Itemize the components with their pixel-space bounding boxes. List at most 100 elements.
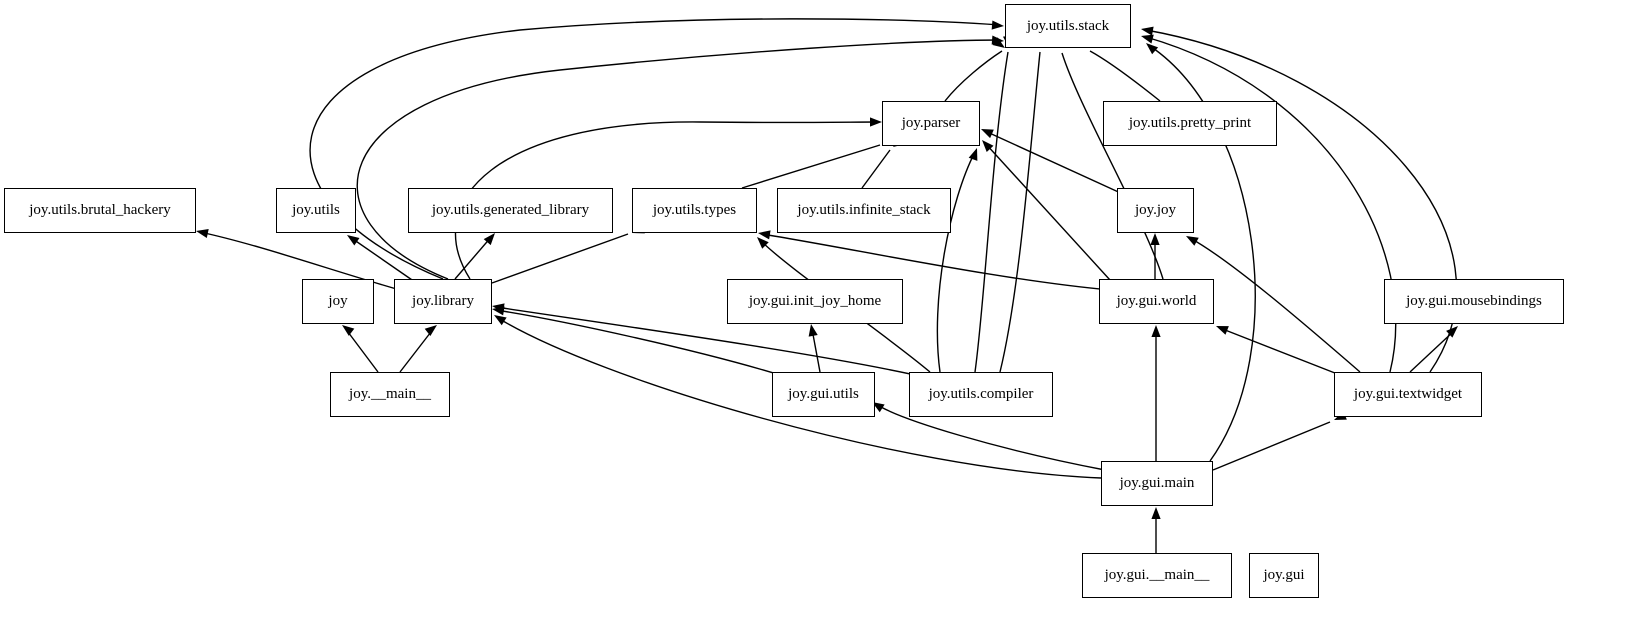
edge-main__-to-joy	[344, 327, 379, 373]
edge-guimain-to-textwidget	[1212, 421, 1331, 471]
edge-world-to-types	[761, 233, 1111, 291]
edge-library-to-generated_lib	[454, 235, 493, 280]
arrowhead-library-to-parser	[870, 117, 882, 127]
arrowhead-textwidget-to-world	[1216, 326, 1229, 335]
edge-compiler-to-library	[495, 306, 916, 376]
node-joy-utils[interactable]: joy.utils	[276, 188, 356, 233]
node-label: joy.utils	[292, 202, 340, 218]
arrowhead-main-to-stack	[1146, 43, 1159, 55]
edge-infinite_stack-to-parser	[861, 149, 891, 189]
arrowhead-gui_utils-to-init_joy_home	[808, 324, 818, 337]
node-label: joy.utils.types	[652, 202, 737, 218]
node-joy-utils-brutal-hackery[interactable]: joy.utils.brutal_hackery	[4, 188, 196, 233]
edge-compiler-to-stack-b	[999, 51, 1041, 373]
edge-main-to-stack	[1149, 45, 1256, 462]
node-joy-utils-generated-library[interactable]: joy.utils.generated_library	[408, 188, 613, 233]
node-joy-gui-textwidget[interactable]: joy.gui.textwidget	[1334, 372, 1482, 417]
edge-library-to-types	[491, 233, 629, 284]
arrowhead-library-to-brutal_hackery	[196, 228, 209, 238]
node-label: joy.gui.world	[1116, 293, 1197, 309]
arrowhead-world-to-types	[758, 230, 771, 240]
edge-main__-to-library	[399, 327, 435, 373]
edge-compiler-to-stack-a	[974, 51, 1009, 373]
node-label: joy.utils.compiler	[928, 386, 1034, 402]
node-label: joy.joy	[1134, 202, 1177, 218]
edge-library-to-stack-b	[356, 39, 1001, 280]
node-label: joy.gui.utils	[788, 386, 859, 402]
arrowhead-gui__main__-to-guimain	[1151, 507, 1161, 520]
node-joy-utils-infinite-stack[interactable]: joy.utils.infinite_stack	[777, 188, 951, 233]
node-joy-utils-stack[interactable]: joy.utils.stack	[1005, 4, 1131, 48]
node-label: joy.utils.brutal_hackery	[29, 202, 171, 218]
edge-guimain-to-library	[497, 317, 1102, 479]
node-label: joy.gui.textwidget	[1353, 386, 1463, 402]
arrowhead-guimain-to-gui_utils	[872, 402, 885, 413]
node-label: joy.utils.infinite_stack	[797, 202, 931, 218]
arrowhead-textwidget-to-joyjoy	[1186, 236, 1199, 246]
arrowhead-guimain-to-library	[494, 315, 507, 326]
node-joy-utils-types[interactable]: joy.utils.types	[632, 188, 757, 233]
node-joy-joy[interactable]: joy.joy	[1117, 188, 1194, 233]
edge-textwidget-to-mousebindings	[1409, 329, 1456, 373]
edge-world-to-stack	[1061, 52, 1164, 280]
arrowhead-textwidget-to-stack-a	[1141, 34, 1154, 44]
node-label: joy.library	[412, 293, 474, 309]
edge-parser-to-stack	[944, 50, 1003, 102]
node-label: joy.__main__	[349, 386, 431, 402]
arrowhead-textwidget-to-mousebindings	[1446, 326, 1458, 338]
arrowhead-joyjoy-to-parser	[981, 129, 994, 139]
node-label: joy.gui.init_joy_home	[748, 293, 882, 309]
node-label: joy.utils.pretty_print	[1128, 115, 1252, 131]
arrowhead-textwidget-to-stack-b	[1141, 26, 1154, 36]
node-label: joy.gui	[1263, 567, 1305, 583]
edge-gui_utils-to-library	[495, 309, 791, 379]
arrowhead-library-to-utils	[347, 235, 360, 246]
arrowhead-world-to-parser	[982, 140, 994, 152]
arrowhead-compiler-to-library	[492, 303, 505, 313]
arrowhead-compiler-to-parser	[968, 148, 978, 161]
arrowhead-library-to-stack-a	[991, 20, 1004, 30]
edge-pretty_print-to-stack	[1089, 50, 1161, 102]
arrowhead-library-to-stack-b	[991, 35, 1004, 45]
edge-library-to-brutal_hackery	[199, 231, 401, 291]
node-joy-gui---main--[interactable]: joy.gui.__main__	[1082, 553, 1232, 598]
node-label: joy.utils.generated_library	[431, 202, 590, 218]
node-joy-library[interactable]: joy.library	[394, 279, 492, 324]
arrowhead-world-to-joyjoy	[1150, 233, 1160, 246]
node-label: joy	[328, 293, 348, 309]
arrowhead-parser-to-stack	[992, 37, 1005, 48]
edge-compiler-to-parser	[936, 151, 976, 373]
node-label: joy.gui.__main__	[1104, 567, 1210, 583]
node-joy-utils-pretty-print[interactable]: joy.utils.pretty_print	[1103, 101, 1277, 146]
node-label: joy.utils.stack	[1026, 17, 1110, 34]
edge-joyjoy-to-parser	[984, 130, 1126, 196]
node-label: joy.gui.main	[1119, 475, 1195, 491]
arrowhead-library-to-generated_lib	[483, 233, 495, 246]
node-label: joy.parser	[901, 115, 961, 131]
edge-textwidget-to-joyjoy	[1189, 237, 1361, 373]
arrowhead-guimain-to-world	[1151, 325, 1161, 338]
node-joy-gui-init-joy-home[interactable]: joy.gui.init_joy_home	[727, 279, 903, 324]
arrowhead-main__-to-joy	[342, 325, 355, 336]
edge-library-to-utils	[349, 236, 416, 283]
node-joy[interactable]: joy	[302, 279, 374, 324]
edge-library-to-stack-a	[309, 18, 1001, 280]
node-joy---main--[interactable]: joy.__main__	[330, 372, 450, 417]
arrowhead-compiler-to-types	[757, 237, 769, 249]
edge-world-to-parser	[984, 142, 1111, 281]
node-joy-gui-mousebindings[interactable]: joy.gui.mousebindings	[1384, 279, 1564, 324]
node-joy-gui-world[interactable]: joy.gui.world	[1099, 279, 1214, 324]
edge-types-to-parser	[741, 144, 881, 189]
edge-textwidget-to-world	[1219, 327, 1341, 376]
edge-gui_utils-to-init_joy_home	[811, 328, 821, 373]
node-joy-gui-main[interactable]: joy.gui.main	[1101, 461, 1213, 506]
edge-arrowheads	[196, 20, 1458, 520]
node-joy-gui[interactable]: joy.gui	[1249, 553, 1319, 598]
node-joy-gui-utils[interactable]: joy.gui.utils	[772, 372, 875, 417]
node-joy-utils-compiler[interactable]: joy.utils.compiler	[909, 372, 1053, 417]
edge-guimain-to-gui_utils	[875, 403, 1106, 471]
arrowhead-main__-to-library	[424, 325, 437, 337]
node-joy-parser[interactable]: joy.parser	[882, 101, 980, 146]
